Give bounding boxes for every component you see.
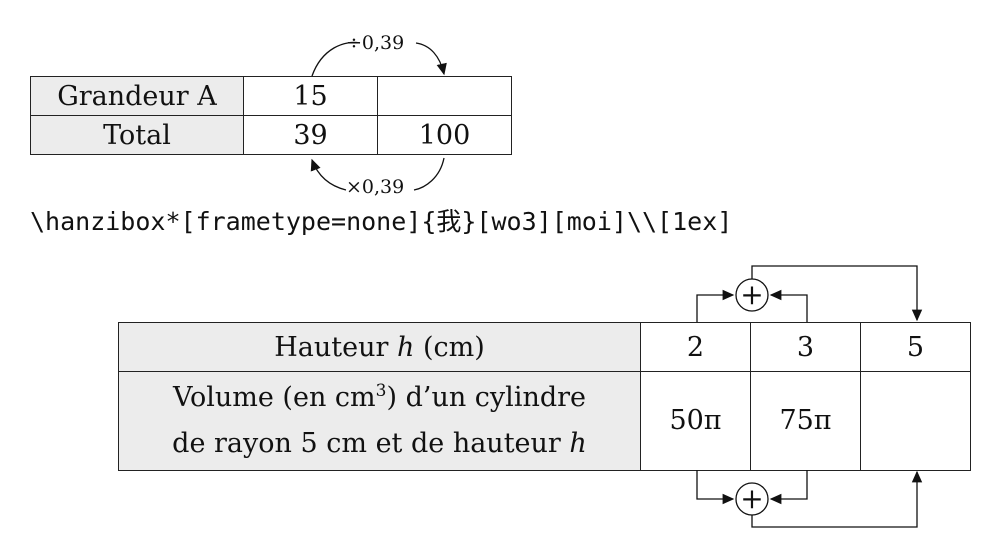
- table-cell-volume-label: Volume (en cm3) d’un cylindre de rayon 5 …: [118, 371, 641, 471]
- arrow-bottom-label: ×0,39: [346, 176, 405, 198]
- arrow-top-right: [769, 289, 808, 322]
- table-cell: 100: [377, 115, 512, 155]
- table-row: Total 39 100: [30, 115, 512, 155]
- table-cell: 2: [640, 322, 751, 372]
- arrow-top-left: [696, 289, 735, 322]
- arrow-top-label: ÷0,39: [346, 32, 405, 54]
- label-var: h: [396, 331, 415, 363]
- proportion-table-1: Grandeur A 15 Total 39 100: [30, 76, 512, 155]
- table-row: Hauteur h (cm) 2 3 5: [118, 322, 971, 372]
- label-text: Hauteur: [274, 331, 397, 363]
- label-text: Volume (en cm: [172, 382, 376, 413]
- arrow-top: [311, 41, 444, 76]
- table-cell: Total: [30, 115, 244, 155]
- plus-icon: +: [740, 278, 764, 311]
- table-cell: 3: [750, 322, 861, 372]
- label-text: de rayon 5 cm et de hauteur: [172, 428, 570, 459]
- plus-icon: +: [740, 482, 764, 515]
- arrow-bottom-long: [751, 470, 923, 528]
- table-cell: 75π: [750, 371, 861, 471]
- table-cell: Grandeur A: [30, 76, 244, 116]
- code-line: \hanzibox*[frametype=none]{我}[wo3][moi]\…: [30, 207, 733, 236]
- table-cell: [860, 371, 971, 471]
- label-text: ) d’un cylindre: [386, 382, 587, 413]
- label-text: (cm): [414, 331, 485, 363]
- proportion-table-2: Hauteur h (cm) 2 3 5 Volume (en cm3) d’u…: [118, 322, 971, 471]
- table-cell-header-label: Hauteur h (cm): [118, 322, 641, 372]
- table-cell: 5: [860, 322, 971, 372]
- arrow-top-long: [751, 265, 923, 322]
- table-cell: 50π: [640, 371, 751, 471]
- arrow-bottom-right: [769, 470, 808, 505]
- label-var: h: [569, 428, 587, 459]
- arrow-bottom: [312, 158, 445, 191]
- arrow-bottom-left: [696, 470, 735, 505]
- table-row: Volume (en cm3) d’un cylindre de rayon 5 …: [118, 371, 971, 471]
- superscript: 3: [375, 381, 387, 401]
